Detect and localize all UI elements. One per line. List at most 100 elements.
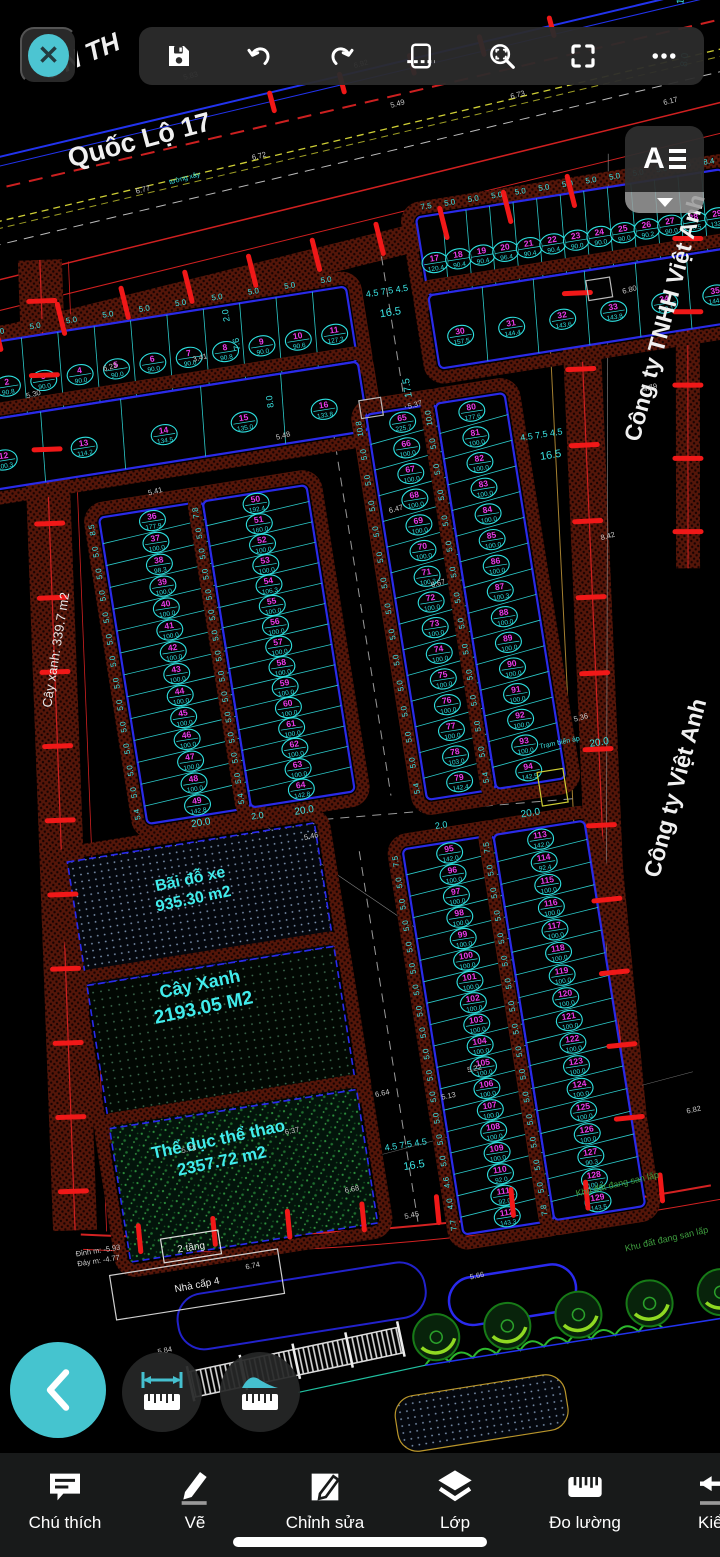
- svg-text:100.0: 100.0: [268, 628, 286, 638]
- chevron-left-icon: [46, 1369, 70, 1411]
- dim-label: 5.0: [411, 983, 422, 996]
- more-button[interactable]: [642, 34, 686, 78]
- annotation-box: [358, 396, 385, 420]
- svg-text:90.2: 90.2: [641, 231, 655, 240]
- dim-label: 4.6: [441, 1176, 452, 1189]
- svg-text:100.0: 100.0: [166, 653, 184, 663]
- undo-button[interactable]: [238, 34, 282, 78]
- dim-label: 5.0: [514, 186, 527, 197]
- dim-label: 10.8: [354, 420, 365, 437]
- svg-text:124: 124: [572, 1078, 588, 1090]
- svg-text:94: 94: [523, 761, 534, 772]
- nav-item-edit[interactable]: Chỉnh sửa: [260, 1453, 390, 1534]
- svg-text:100.0: 100.0: [501, 644, 519, 654]
- nav-item-style[interactable]: Kiểu: [650, 1453, 720, 1534]
- nav-item-draw[interactable]: Vẽ: [130, 1453, 260, 1534]
- plan-label: 6.74: [245, 1260, 261, 1272]
- dim-label: 5.0: [104, 633, 115, 646]
- fullscreen-button[interactable]: [561, 34, 605, 78]
- svg-text:100.0: 100.0: [466, 1004, 484, 1014]
- svg-text:100.0: 100.0: [291, 770, 309, 780]
- save-button[interactable]: [157, 34, 201, 78]
- svg-text:74: 74: [433, 643, 444, 654]
- measure-area-button[interactable]: [220, 1352, 300, 1432]
- text-style-panel-button[interactable]: A: [625, 126, 704, 213]
- svg-text:100.0: 100.0: [445, 876, 463, 886]
- svg-text:100.0: 100.0: [436, 681, 454, 691]
- svg-text:69: 69: [413, 515, 424, 526]
- dim-label: 5.0: [489, 886, 500, 899]
- dim-label: 5.0: [197, 547, 208, 560]
- svg-text:100.0: 100.0: [424, 604, 442, 614]
- dim-label: 4.0: [445, 1197, 456, 1210]
- svg-text:102: 102: [465, 992, 481, 1004]
- zoom-selection-button[interactable]: [480, 34, 524, 78]
- plan-label: 6.23: [102, 361, 118, 373]
- svg-text:143.8: 143.8: [606, 313, 624, 323]
- nav-item-layers[interactable]: Lớp: [390, 1453, 520, 1534]
- parcel-balloon: 590.0: [103, 358, 130, 380]
- redo-button[interactable]: [319, 34, 363, 78]
- parcel-block-B2: 30157.531144.432143.633143.834143.135144…: [413, 232, 720, 384]
- svg-text:75: 75: [437, 669, 448, 680]
- plan-label: Quốc Lộ 17: [64, 106, 214, 173]
- panel-grip[interactable]: [625, 192, 704, 213]
- dim-label: 5.0: [538, 182, 551, 193]
- svg-text:177.6: 177.6: [464, 413, 482, 423]
- svg-text:100.0: 100.0: [469, 1026, 487, 1036]
- home-indicator[interactable]: [233, 1537, 487, 1547]
- dim-label: 5.0: [431, 1112, 442, 1125]
- svg-text:100.0: 100.0: [428, 629, 446, 639]
- plan-label: 6.64: [374, 1087, 390, 1099]
- svg-text:143.3: 143.3: [500, 1218, 518, 1228]
- back-button[interactable]: [10, 1342, 106, 1438]
- svg-text:16: 16: [318, 399, 329, 410]
- svg-text:100.0: 100.0: [489, 567, 507, 577]
- svg-text:120.4: 120.4: [427, 264, 445, 274]
- nav-item-annotate[interactable]: Chú thích: [0, 1453, 130, 1534]
- zone: [94, 1074, 393, 1277]
- dim-label: 5.4: [411, 782, 422, 795]
- dim-label: 5.0: [194, 527, 205, 540]
- fit-width-button[interactable]: [399, 34, 443, 78]
- measure-distance-button[interactable]: [122, 1352, 202, 1432]
- svg-text:42: 42: [167, 642, 178, 653]
- nav-item-measure[interactable]: Đo lường: [520, 1453, 650, 1534]
- svg-text:90.8: 90.8: [220, 354, 234, 363]
- svg-text:88: 88: [498, 606, 509, 617]
- svg-text:100.3: 100.3: [0, 462, 14, 472]
- undo-icon: [247, 47, 270, 65]
- svg-text:100.0: 100.0: [284, 730, 302, 740]
- svg-text:45: 45: [178, 707, 189, 718]
- plan-label: 6.37: [284, 1125, 300, 1137]
- svg-text:78: 78: [449, 746, 460, 757]
- svg-text:142.0: 142.0: [442, 855, 460, 865]
- svg-text:157.5: 157.5: [453, 337, 471, 347]
- dim-label: 7.5: [481, 841, 492, 854]
- svg-text:100.0: 100.0: [486, 1133, 504, 1143]
- svg-text:28: 28: [688, 211, 699, 222]
- svg-text:63: 63: [292, 759, 303, 770]
- dim-label: 5.0: [507, 1000, 518, 1013]
- close-button[interactable]: ✕: [20, 27, 77, 84]
- svg-text:66: 66: [401, 438, 412, 449]
- dim-label: 5.0: [211, 292, 224, 303]
- svg-text:100.0: 100.0: [183, 763, 201, 773]
- svg-text:100.0: 100.0: [468, 439, 486, 449]
- svg-text:36: 36: [146, 510, 157, 521]
- plan-label: 5.36: [573, 711, 589, 723]
- plan-label: 5.30: [25, 388, 41, 400]
